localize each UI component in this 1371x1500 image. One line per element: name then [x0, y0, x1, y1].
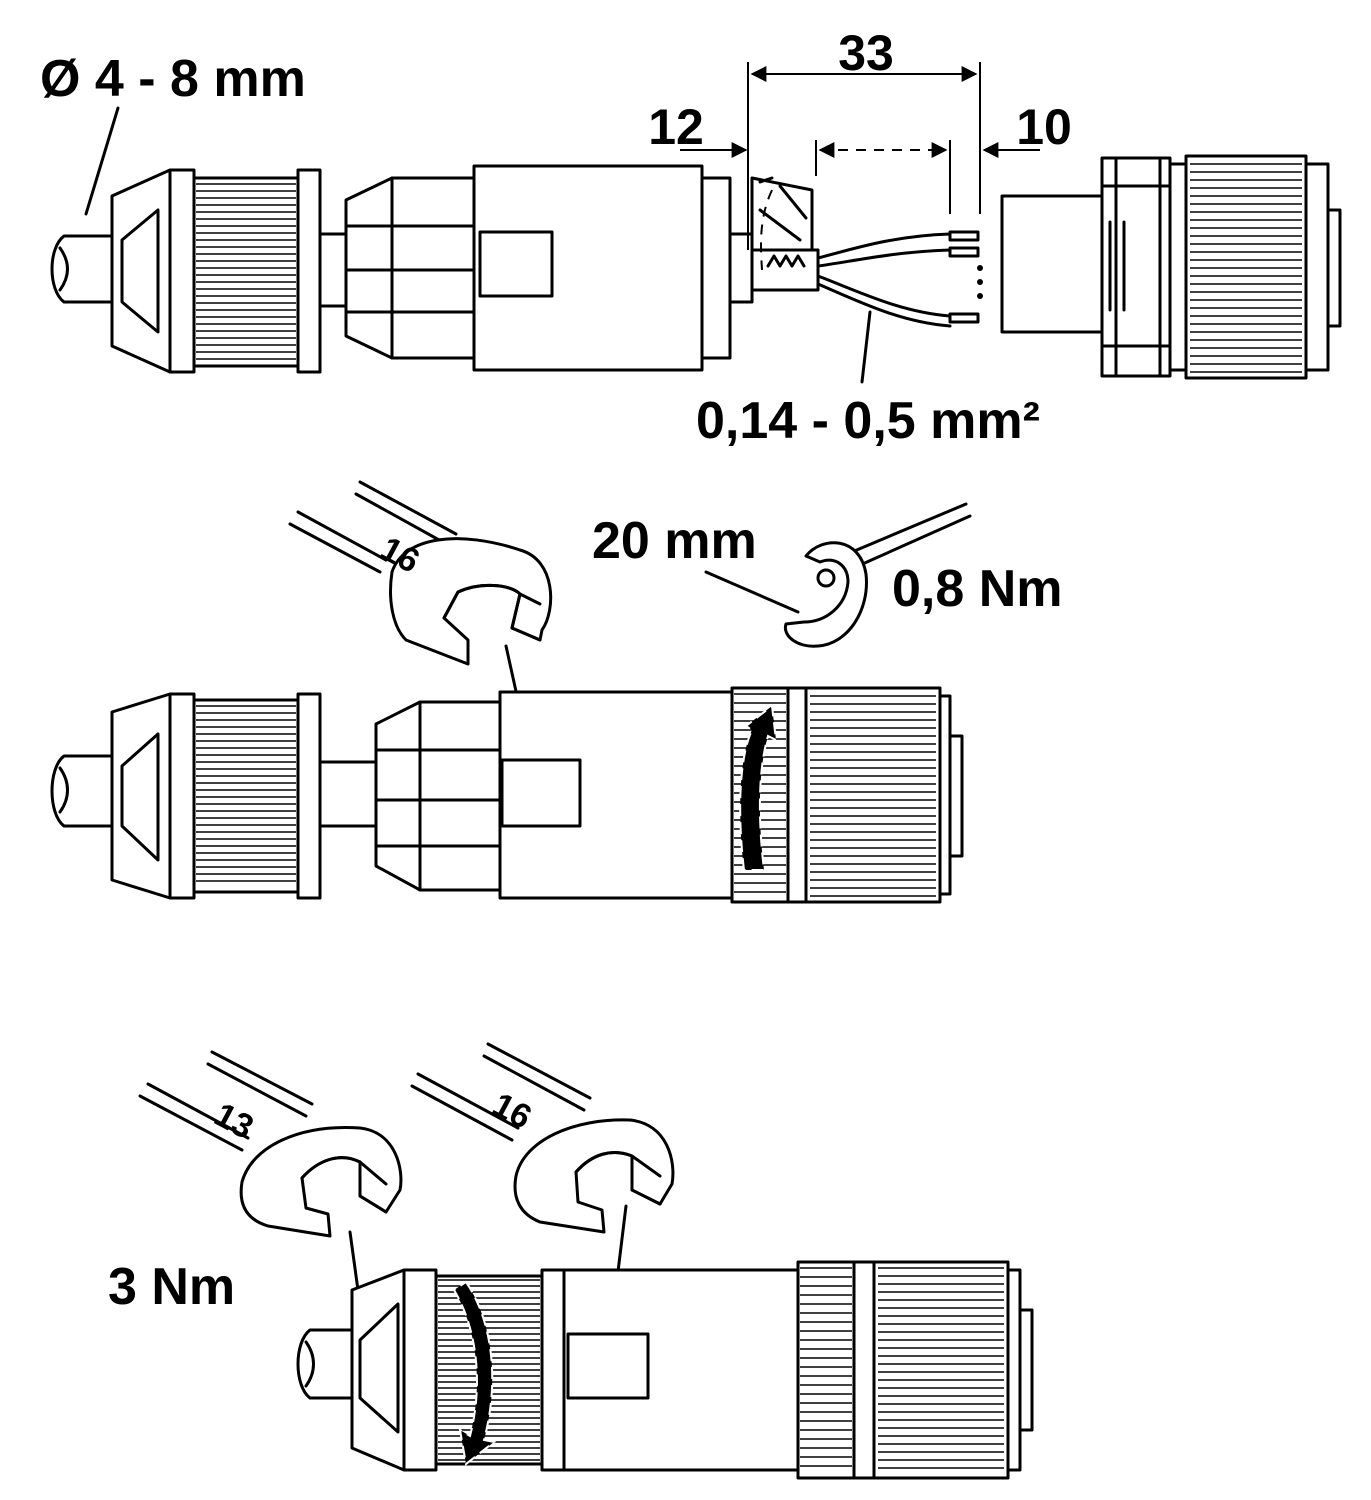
single-wires: [816, 230, 983, 384]
cable-diameter-label: Ø 4 - 8 mm: [40, 50, 306, 108]
cable-step3: [296, 1328, 354, 1400]
wire-cross-section-label: 0,14 - 0,5 mm²: [696, 392, 1040, 450]
cable: [50, 234, 112, 304]
dimension-lines: [84, 62, 1040, 250]
connector-body: [318, 164, 754, 372]
torque-tool: [704, 502, 972, 648]
dimension-12-label: 12: [648, 99, 704, 155]
step2-assembly-view: [50, 480, 972, 904]
assembled-connector: [350, 1260, 1034, 1480]
pressing-screw-step2: [110, 692, 378, 900]
cable-shield: [750, 176, 820, 292]
torque-length-label: 20 mm: [592, 512, 757, 570]
step3-tighten-view: [138, 1042, 1034, 1480]
torque-step3-label: 3 Nm: [108, 1258, 235, 1316]
pressing-screw: [110, 168, 322, 374]
contact-insert: [1000, 154, 1342, 380]
dimension-33-label: 33: [838, 25, 894, 81]
wrench-16: [288, 480, 553, 802]
dimension-10-label: 10: [1016, 99, 1072, 155]
wrench-size-13-label: 13: [208, 1096, 259, 1147]
cable-step2: [50, 754, 112, 828]
step1-exploded-view: [50, 62, 1342, 384]
connector-body-step2: [374, 686, 964, 904]
torque-step2-label: 0,8 Nm: [892, 560, 1063, 618]
